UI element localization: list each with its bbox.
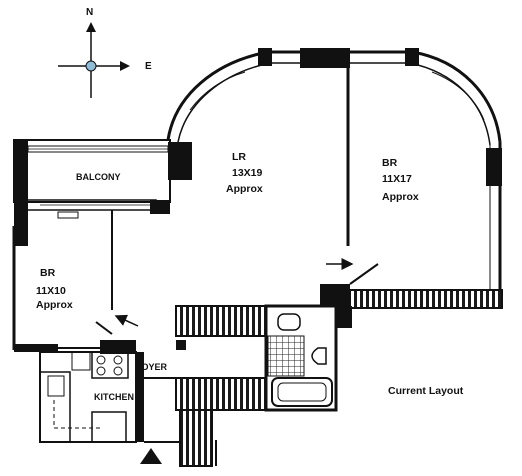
sink-icon xyxy=(277,313,301,331)
balcony-area xyxy=(13,139,171,226)
east-br-size: 11X17 xyxy=(382,173,412,185)
bathroom xyxy=(264,304,338,412)
hall-closet-upper xyxy=(175,305,267,337)
hall-closets xyxy=(175,305,267,467)
north-arrow-icon xyxy=(86,22,96,32)
west-br-name: BR xyxy=(40,267,56,279)
bathtub-icon xyxy=(271,377,333,407)
west-br-note: Approx xyxy=(36,299,73,311)
bathroom-tile-floor xyxy=(267,335,305,377)
west-br-door xyxy=(95,321,113,335)
east-br-closet xyxy=(349,289,503,309)
balcony-label: BALCONY xyxy=(76,172,121,182)
north-wall-column xyxy=(300,48,350,68)
foyer-label: FOYER xyxy=(136,362,168,372)
stove-icon xyxy=(91,351,129,379)
compass-rose: N E xyxy=(58,7,152,98)
refrigerator-icon xyxy=(47,375,65,397)
layout-caption: Current Layout xyxy=(388,385,464,397)
entrance-marker-icon xyxy=(140,448,162,464)
east-br-note: Approx xyxy=(382,191,419,203)
east-arrow-icon xyxy=(120,61,130,71)
lr-note: Approx xyxy=(226,183,263,195)
east-br-door xyxy=(349,263,379,285)
west-bedroom-walls xyxy=(12,210,136,354)
curved-exterior-wall xyxy=(166,48,502,186)
kitchen-label: KITCHEN xyxy=(94,392,134,402)
hall-closet-lower xyxy=(175,377,267,411)
dishwasher-icon xyxy=(71,351,91,371)
west-br-entry-arrow-icon xyxy=(114,314,139,327)
toilet-icon xyxy=(311,347,327,365)
lr-size: 13X19 xyxy=(232,167,263,179)
lr-name: LR xyxy=(232,151,246,163)
west-wall-column xyxy=(168,142,192,180)
kitchen-area xyxy=(39,351,180,443)
compass-east-label: E xyxy=(145,61,152,72)
entry-closet xyxy=(179,409,213,467)
east-br-south-wall xyxy=(320,284,503,328)
compass-center-icon xyxy=(85,60,97,72)
compass-north-label: N xyxy=(86,7,93,18)
west-br-size: 11X10 xyxy=(36,285,66,297)
east-br-name: BR xyxy=(382,157,398,169)
